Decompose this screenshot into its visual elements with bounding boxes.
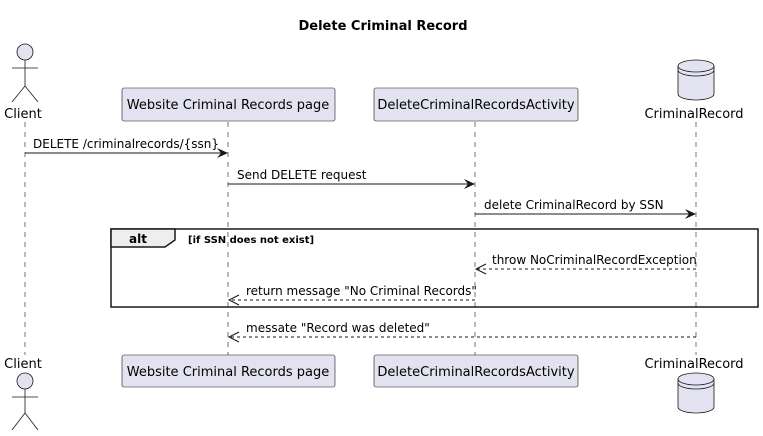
- message-send-delete-label: Send DELETE request: [237, 168, 367, 182]
- database-icon-bottom: [677, 372, 715, 414]
- message-record-deleted-label: messate "Record was deleted": [246, 321, 430, 335]
- actor-head-icon: [16, 43, 34, 61]
- message-delete-request-label: DELETE /criminalrecords/{ssn}: [33, 137, 219, 151]
- message-no-records-label: return message "No Criminal Records": [246, 284, 477, 298]
- actor-client-bottom: [11, 372, 39, 431]
- participant-website-top-label: Website Criminal Records page: [127, 98, 330, 113]
- participant-website-bottom: [121, 354, 336, 388]
- arrowhead-icon: [464, 179, 475, 189]
- arrowhead-icon: [217, 148, 228, 158]
- participant-activity-top-label: DeleteCriminalRecordsActivity: [377, 98, 574, 113]
- database-icon-top: [677, 59, 715, 101]
- participant-activity-bottom-label: DeleteCriminalRecordsActivity: [377, 365, 574, 380]
- open-arrowhead-icon: [474, 263, 487, 275]
- participant-db-top-label: CriminalRecord: [644, 107, 743, 122]
- participant-activity-bottom: [373, 354, 579, 388]
- alt-fragment: [110, 228, 759, 308]
- diagram-title: Delete Criminal Record: [298, 19, 467, 34]
- open-arrowhead-icon: [227, 294, 240, 306]
- alt-condition: [if SSN does not exist]: [188, 235, 314, 246]
- participant-website-bottom-label: Website Criminal Records page: [127, 365, 330, 380]
- message-delete-by-ssn-label: delete CriminalRecord by SSN: [484, 198, 664, 212]
- participant-activity-top: [373, 87, 579, 122]
- arrowhead-icon: [685, 209, 696, 219]
- open-arrowhead-icon: [227, 331, 240, 343]
- participant-client-bottom-label: Client: [4, 357, 42, 372]
- actor-head-icon: [16, 372, 34, 390]
- message-throw-exception-label: throw NoCriminalRecordException: [492, 253, 697, 267]
- actor-client-top: [11, 43, 39, 103]
- participant-client-top-label: Client: [4, 107, 42, 122]
- alt-label: alt: [129, 232, 147, 246]
- participant-website-top: [121, 87, 336, 122]
- participant-db-bottom-label: CriminalRecord: [644, 357, 743, 372]
- alt-fragment-tab: [110, 228, 176, 248]
